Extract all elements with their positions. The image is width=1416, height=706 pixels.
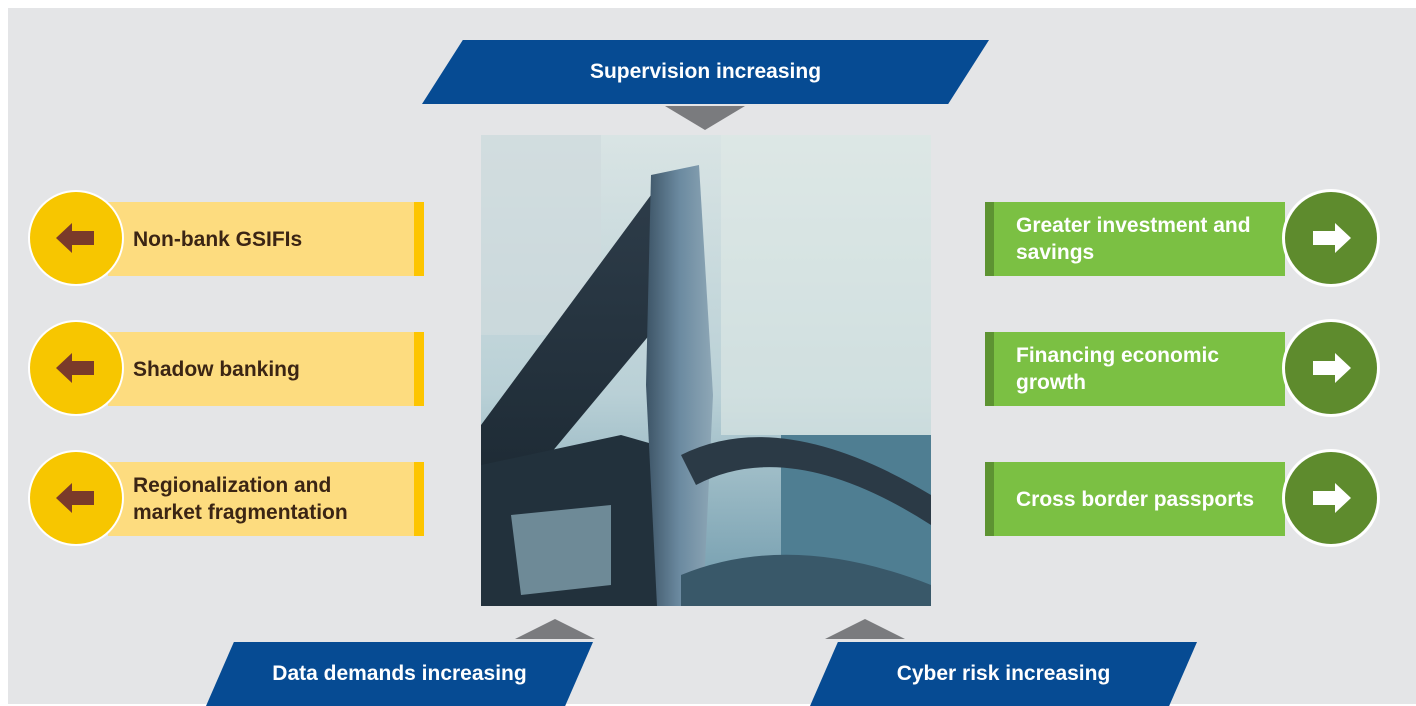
bottom-left-banner: Data demands increasing [206,642,593,706]
left-item-label: Regionalization and market fragmentation [133,474,348,524]
left-item-label: Non-bank GSIFIs [133,227,303,251]
top-connector-arrow [665,106,745,130]
right-item-label: Cross border passports [1016,487,1255,511]
arrow-right-icon [1313,353,1351,383]
arrow-right-icon [1313,483,1351,513]
left-item-circle [30,322,122,414]
right-item-financing-growth: Financing economic growth [985,332,1285,406]
bottom-left-banner-label: Data demands increasing [272,662,527,685]
arrow-left-icon [56,223,94,253]
right-item-greater-investment: Greater investment and savings [985,202,1285,276]
left-item-shadow-banking: Shadow banking [108,332,424,406]
right-item-label: Financing economic growth [1016,344,1220,394]
right-item-circle [1285,322,1377,414]
left-item-label: Shadow banking [133,357,300,381]
bottom-right-connector-arrow [825,619,905,639]
top-banner: Supervision increasing [422,40,989,104]
building-glass-facade-image [481,135,931,606]
right-item-circle [1285,192,1377,284]
arrow-right-icon [1313,223,1351,253]
diagram-canvas: Supervision increasing [8,8,1416,706]
bottom-left-connector-arrow [515,619,595,639]
top-banner-label: Supervision increasing [589,60,822,83]
bottom-right-banner: Cyber risk increasing [810,642,1197,706]
arrow-left-icon [56,483,94,513]
arrow-left-icon [56,353,94,383]
right-item-cross-border: Cross border passports [985,462,1285,536]
left-item-circle [30,452,122,544]
right-item-label: Greater investment and savings [1016,214,1251,264]
left-item-regionalization: Regionalization and market fragmentation [108,462,424,536]
left-item-non-bank-gsifis: Non-bank GSIFIs [108,202,424,276]
right-item-circle [1285,452,1377,544]
bottom-right-banner-label: Cyber risk increasing [896,662,1111,685]
left-item-circle [30,192,122,284]
